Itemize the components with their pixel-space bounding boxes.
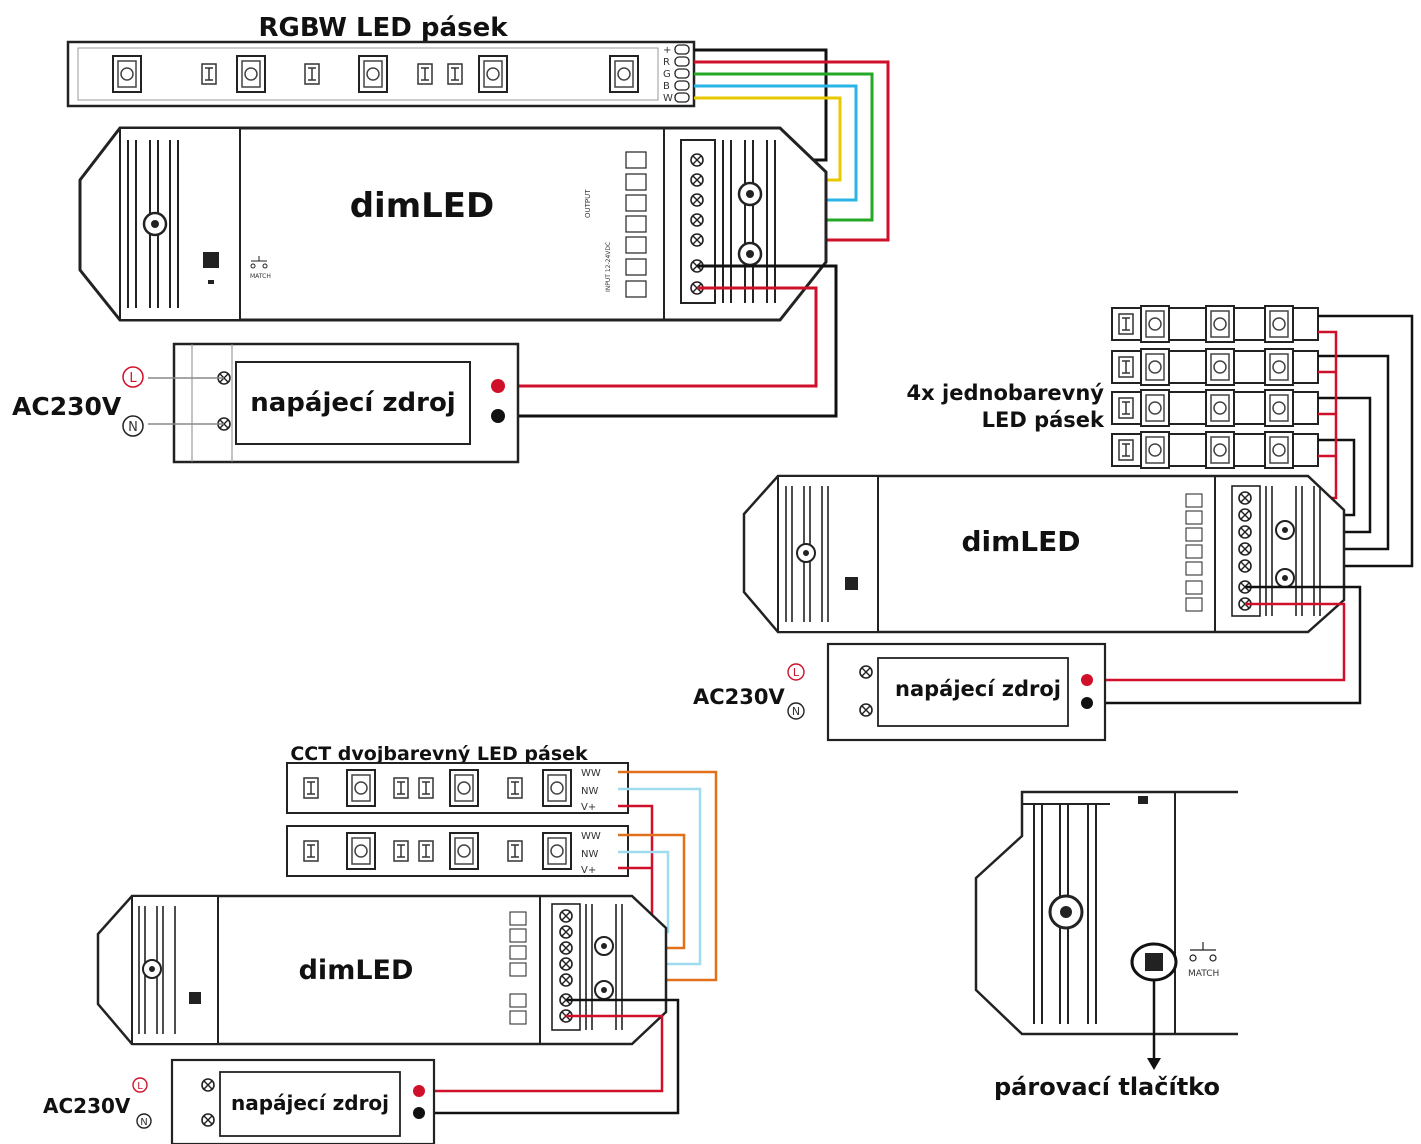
led-chip bbox=[478, 55, 508, 93]
live-symbol: L bbox=[793, 666, 800, 679]
controller-label: dimLED bbox=[961, 525, 1080, 558]
cct-power-wires bbox=[419, 998, 680, 1115]
neutral-symbol: N bbox=[792, 705, 800, 718]
mono-strip-label-line2: LED pásek bbox=[982, 408, 1105, 432]
led-chip bbox=[358, 55, 388, 93]
led-chip bbox=[236, 55, 266, 93]
pin-w: W bbox=[663, 93, 673, 104]
mono-dimled-controller: dimLED bbox=[742, 474, 1346, 634]
rgbw-mains: L N AC230V bbox=[12, 366, 144, 437]
psu-label: napájecí zdroj bbox=[895, 677, 1061, 701]
pin-nw: NW bbox=[581, 786, 598, 797]
resistor bbox=[201, 63, 217, 85]
mono-led-strips bbox=[1111, 305, 1319, 469]
pin-r: R bbox=[663, 57, 670, 68]
neutral-symbol: N bbox=[140, 1117, 147, 1128]
controller-label: dimLED bbox=[299, 955, 414, 986]
mono-section: 4x jednobarevný LED pásek dimLED bbox=[693, 305, 1414, 742]
match-button[interactable] bbox=[189, 992, 201, 1004]
cct-section: CCT dvojbarevný LED pásek WW NW V+ WW NW… bbox=[43, 743, 718, 1144]
pin-ww: WW bbox=[581, 768, 601, 779]
rgbw-dimled-controller: MATCH dimLED OUTPUT INPUT 12-24VDC bbox=[78, 126, 828, 322]
ac-label: AC230V bbox=[43, 1094, 131, 1118]
neutral-symbol: N bbox=[128, 420, 138, 435]
cct-dimled-controller: dimLED bbox=[96, 894, 668, 1046]
ac-label: AC230V bbox=[12, 392, 122, 421]
rgbw-strip-title: RGBW LED pásek bbox=[258, 13, 508, 43]
match-label: MATCH bbox=[250, 273, 271, 280]
pin-plus: + bbox=[663, 45, 671, 56]
ac-label: AC230V bbox=[693, 685, 785, 709]
live-symbol: L bbox=[129, 371, 137, 386]
match-button[interactable] bbox=[203, 252, 219, 268]
resistor bbox=[447, 63, 463, 85]
cct-strip-title: CCT dvojbarevný LED pásek bbox=[290, 743, 588, 765]
rgbw-led-strip: + R G B W bbox=[66, 40, 696, 108]
mono-mains: L N AC230V bbox=[693, 663, 805, 720]
resistor bbox=[417, 63, 433, 85]
led-chip bbox=[609, 55, 639, 93]
cct-led-strips: WW NW V+ WW NW V+ bbox=[286, 762, 629, 877]
pin-nw: NW bbox=[581, 849, 598, 860]
pairing-button-label: párovací tlačítko bbox=[994, 1073, 1220, 1101]
match-button[interactable] bbox=[845, 577, 858, 590]
rgbw-power-wires bbox=[498, 264, 838, 418]
pin-b: B bbox=[663, 81, 670, 92]
psu-label: napájecí zdroj bbox=[231, 1091, 389, 1115]
psu-label: napájecí zdroj bbox=[250, 388, 455, 418]
pin-g: G bbox=[663, 69, 671, 80]
mono-power-wires bbox=[1087, 585, 1362, 705]
live-symbol: L bbox=[137, 1081, 143, 1092]
cct-mains: L N AC230V bbox=[43, 1077, 152, 1129]
controller-label: dimLED bbox=[350, 186, 495, 226]
arrow-down-icon bbox=[1147, 1058, 1161, 1070]
cct-power-supply: napájecí zdroj bbox=[170, 1058, 436, 1144]
match-label: MATCH bbox=[1188, 969, 1219, 979]
led-chip bbox=[112, 55, 142, 93]
detail-section: MATCH párovací tlačítko bbox=[974, 790, 1238, 1101]
rgbw-section: RGBW LED pásek + R G B W bbox=[12, 13, 890, 464]
pin-ww: WW bbox=[581, 831, 601, 842]
pin-v-plus: V+ bbox=[581, 865, 596, 876]
pairing-button[interactable] bbox=[1145, 953, 1163, 971]
input-label: INPUT 12-24VDC bbox=[605, 242, 612, 292]
switch-icon bbox=[1189, 942, 1217, 962]
output-label: OUTPUT bbox=[584, 189, 592, 218]
mono-strip-label-line1: 4x jednobarevný bbox=[907, 381, 1105, 405]
mono-power-supply: napájecí zdroj bbox=[826, 642, 1107, 742]
rgbw-power-supply: napájecí zdroj bbox=[148, 342, 520, 464]
resistor bbox=[304, 63, 320, 85]
pin-v-plus: V+ bbox=[581, 802, 596, 813]
